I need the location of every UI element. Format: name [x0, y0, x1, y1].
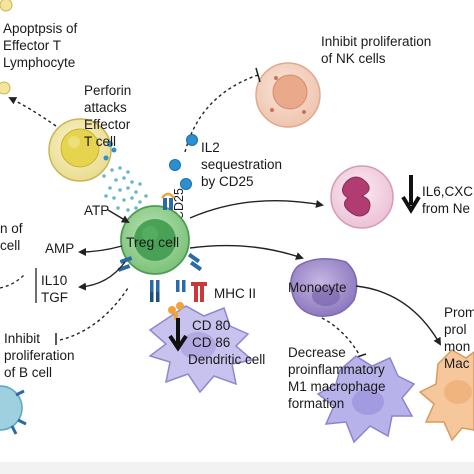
- il2-molecules: [169, 134, 198, 190]
- left-dashed-line: [0, 274, 25, 289]
- bcell-inhibit-line: [59, 287, 129, 341]
- monocyte-label: Monocyte: [288, 280, 347, 295]
- perforin-label: Perforin attacks Effector T cell: [84, 83, 135, 149]
- atp-arrow: [107, 209, 130, 224]
- m2-macrophage: [418, 349, 474, 442]
- il2-icon: [186, 134, 198, 146]
- neutrophil-arrow: [189, 199, 324, 219]
- down-arrow-icon: [168, 318, 188, 352]
- mhc-ii-icon: [191, 282, 207, 302]
- apoptosis-label: Apoptpsis of Effector T Lymphocyte: [3, 21, 81, 70]
- left-partial-label: n of cell: [0, 221, 26, 253]
- cd25-receptor-icon: [161, 192, 175, 210]
- atp-label: ATP: [84, 203, 109, 218]
- treg-label: Treg cell: [126, 234, 179, 250]
- tcr-receptor-icon: [150, 280, 160, 302]
- treg-cell: [120, 205, 190, 275]
- dendritic-label: Dendritic cell: [188, 352, 265, 367]
- apoptotic-body-icon: [0, 81, 11, 95]
- m1-macrophage: [316, 355, 416, 444]
- il2-icon: [180, 178, 192, 190]
- receptor-icon: [187, 252, 203, 272]
- nk-inhibit-label: Inhibit proliferation of NK cells: [321, 34, 435, 66]
- apoptosis-arrow: [8, 97, 57, 127]
- cd80-label: CD 80: [192, 318, 230, 333]
- il2-label: IL2 sequestration by CD25: [201, 140, 286, 189]
- amp-label: AMP: [45, 241, 74, 256]
- cd86-label: CD 86: [192, 335, 230, 350]
- mhc-label: MHC II: [214, 286, 256, 301]
- neutrophil-nucleus: [342, 176, 371, 217]
- monocyte-cell: [290, 258, 358, 317]
- bottom-border: [0, 462, 474, 474]
- m1-inhibit-line: [321, 317, 361, 357]
- bcell-inhibit-label: Inhibit proliferation of B cell: [4, 331, 78, 380]
- ctla4-receptor-icon: [176, 280, 186, 292]
- m1-label: Decrease proinflammatory M1 macrophage f…: [288, 345, 389, 411]
- effector-t-cell: [48, 118, 117, 182]
- dendritic-cell-nucleus: [180, 332, 216, 360]
- down-arrow-icon: [401, 175, 421, 214]
- b-cell: [0, 385, 27, 435]
- nk-cell: [255, 62, 321, 128]
- il10-label: IL10: [41, 273, 67, 288]
- monocyte-nucleus: [312, 286, 340, 306]
- monocyte-arrow: [189, 244, 304, 260]
- receptor-icon: [117, 256, 133, 272]
- cd80-86-icon: [168, 302, 184, 320]
- il2-icon: [169, 159, 181, 171]
- il10-arrow: [78, 261, 126, 291]
- neutrophil-label: IL6,CXC from Ne: [422, 184, 474, 216]
- amp-arrow: [78, 245, 123, 256]
- nk-inhibit-bar: [255, 67, 261, 83]
- apoptosis-group: Apoptpsis of Effector T Lymphocyte: [0, 0, 81, 95]
- m2-macrophage-nucleus: [444, 380, 472, 404]
- nk-cell-nucleus: [272, 74, 308, 110]
- m1-macrophage-nucleus: [352, 389, 384, 415]
- perforin-granules: [102, 166, 148, 214]
- tgf-label: TGF: [41, 290, 68, 305]
- dendritic-cell: [148, 305, 254, 394]
- apoptotic-body-icon: [0, 0, 13, 12]
- m2-label: Prom prol mon Mac: [444, 305, 474, 371]
- neutrophil-cell: [330, 165, 394, 229]
- m2-arrow: [355, 285, 442, 346]
